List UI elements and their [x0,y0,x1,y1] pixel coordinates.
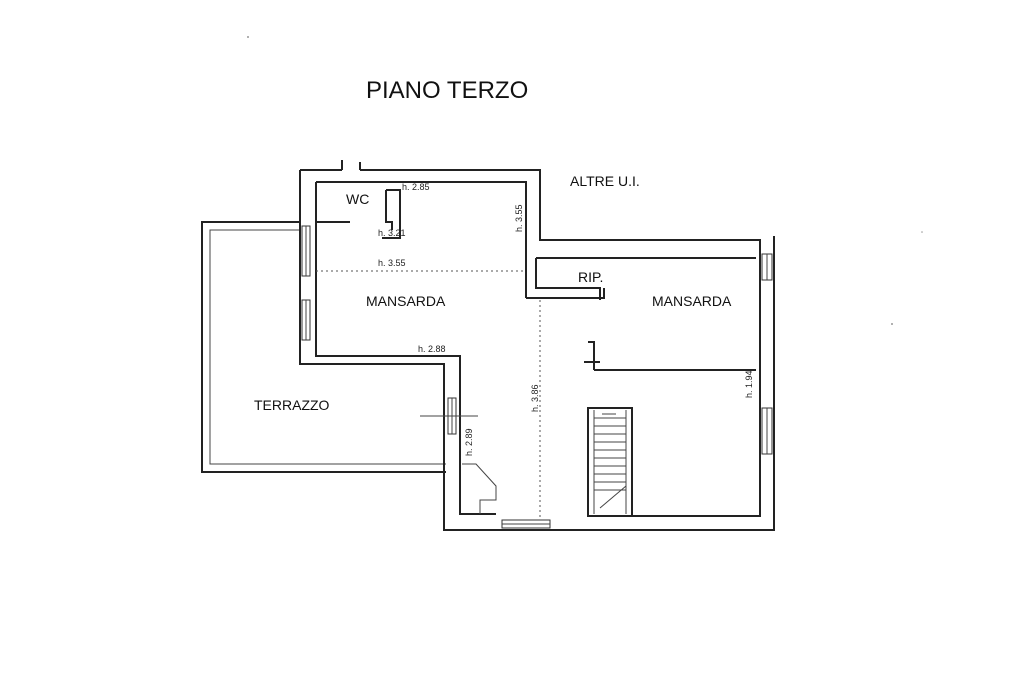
outer-wall-left-inner [315,182,496,515]
terrace-outline [201,221,446,473]
scan-speck [891,323,893,325]
mansarda-right-bottom [584,341,756,371]
plan-title: PIANO TERZO [366,77,528,104]
scan-speck [247,36,249,38]
rip-wall [535,257,756,300]
outer-wall-right [556,236,775,531]
height-label: h. 1.94 [744,370,754,398]
outer-wall-right-inner [632,248,761,517]
rip-wall-inner [526,288,605,299]
height-label: h. 2.88 [418,344,446,354]
staircase [587,407,633,517]
height-label: h. 3.86 [530,384,540,412]
top-wall-inner [316,181,527,298]
flue [462,463,497,514]
room-label-wc: WC [346,191,369,207]
room-label-altre-ui: ALTRE U.I. [570,173,640,189]
height-label: h. 2.85 [402,182,430,192]
height-label: h. 3.21 [378,228,406,238]
room-label-rip: RIP. [578,269,603,285]
outer-wall-left-block [299,169,500,531]
height-label: h. 2.89 [464,428,474,456]
scan-speck [921,231,923,233]
room-label-mansarda-left: MANSARDA [366,293,446,309]
terrace-inner [209,229,446,465]
room-label-terrazzo: TERRAZZO [254,397,330,413]
room-label-mansarda-right: MANSARDA [652,293,732,309]
windows [301,225,773,529]
top-wall [360,169,761,248]
height-label: h. 3.55 [514,204,524,232]
height-label: h. 3.55 [378,258,406,268]
wc-wall [316,189,401,239]
stair-treads [593,410,627,514]
